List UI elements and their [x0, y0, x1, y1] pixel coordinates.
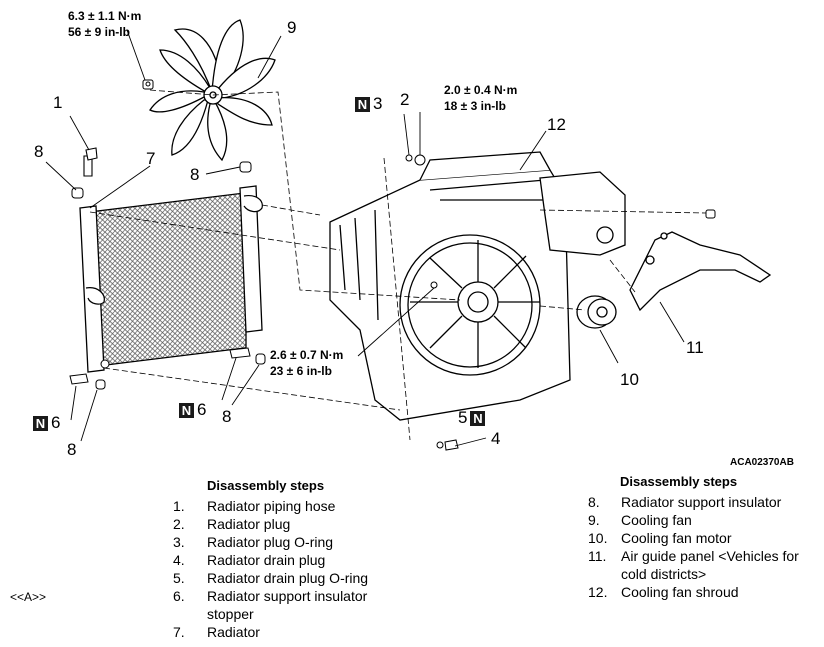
step-text: Radiator — [207, 624, 260, 640]
disassembly-steps-left: 1. Radiator piping hose 2. Radiator plug 3. R… — [173, 497, 417, 641]
step-item: 11. Air guide panel <Vehicles for cold di… — [588, 547, 821, 583]
step-number: 6. — [173, 588, 185, 604]
cooling-fan-motor — [576, 295, 617, 329]
callout-8-lower-left: 8 — [67, 440, 77, 459]
step-number: 2. — [173, 516, 185, 532]
step-number: 7. — [173, 624, 185, 640]
leader-lines — [45, 29, 685, 447]
step-number: 12. — [588, 584, 608, 600]
torque-fan-motor: 2.6 ± 0.7 N·m 23 ± 6 in-lb — [270, 347, 343, 379]
torque-radiator-plug: 2.0 ± 0.4 N·m 18 ± 3 in-lb — [444, 82, 517, 114]
step-text: Cooling fan — [621, 512, 692, 528]
torque-fan-nut-metric: 6.3 ± 1.1 N·m — [68, 9, 142, 23]
step-item: 12. Cooling fan shroud — [588, 583, 821, 601]
new-part-mark: N — [179, 403, 194, 419]
new-part-mark: N — [33, 416, 48, 432]
step-item: 1. Radiator piping hose — [173, 497, 417, 515]
steps-title-right: Disassembly steps — [620, 474, 738, 489]
step-number: 5. — [173, 570, 185, 586]
torque-radiator-plug-imperial: 18 ± 3 in-lb — [444, 99, 506, 113]
torque-fan-motor-imperial: 23 ± 6 in-lb — [270, 364, 332, 378]
alignment-lines — [89, 89, 707, 441]
step-item: 10. Cooling fan motor — [588, 529, 821, 547]
cooling-fan — [149, 19, 276, 162]
step-item: 5. Radiator drain plug O-ring — [173, 569, 417, 587]
step-number: 3. — [173, 534, 185, 550]
step-text: Radiator plug — [207, 516, 291, 532]
step-number: 8. — [588, 494, 600, 510]
step-item: 2. Radiator plug — [173, 515, 417, 533]
callout-12: 12 — [547, 115, 566, 134]
air-guide-panel — [629, 231, 772, 312]
torque-radiator-plug-metric: 2.0 ± 0.4 N·m — [444, 83, 518, 97]
fan-nut — [142, 79, 154, 90]
torque-fan-nut-imperial: 56 ± 9 in-lb — [68, 25, 130, 39]
step-item: 7. Radiator — [173, 623, 417, 641]
step-item: 3. Radiator plug O-ring — [173, 533, 417, 551]
callout-8-lower-center: 8 — [222, 407, 232, 426]
callout-6-center: 6 — [197, 400, 207, 419]
callout-8-upper-left: 8 — [34, 142, 44, 161]
step-number: 10. — [588, 530, 608, 546]
step-text: Radiator support insulator stopper — [207, 588, 368, 622]
reference-marker: <<A>> — [10, 590, 47, 604]
step-number: 1. — [173, 498, 185, 514]
step-item: 4. Radiator drain plug — [173, 551, 417, 569]
piping-hose — [83, 147, 98, 177]
step-number: 11. — [588, 548, 607, 564]
step-number: 9. — [588, 512, 600, 528]
radiator — [79, 185, 263, 373]
step-text: Radiator drain plug — [207, 552, 326, 568]
step-item: 9. Cooling fan — [588, 511, 821, 529]
callout-4: 4 — [491, 429, 501, 448]
callout-7: 7 — [146, 149, 156, 168]
torque-fan-nut: 6.3 ± 1.1 N·m 56 ± 9 in-lb — [68, 8, 141, 40]
upper-air-guide — [539, 171, 626, 256]
torque-fan-motor-metric: 2.6 ± 0.7 N·m — [270, 348, 344, 362]
new-part-mark: N — [470, 411, 486, 427]
step-item: 6. Radiator support insulator stopper — [173, 587, 417, 623]
step-text: Radiator piping hose — [207, 498, 336, 514]
step-text: Cooling fan motor — [621, 530, 732, 546]
callout-1: 1 — [53, 93, 63, 112]
callout-5: 5 — [458, 408, 468, 427]
callout-2: 2 — [400, 90, 410, 109]
cooling-fan-shroud — [329, 151, 571, 421]
exploded-view-drawing — [45, 19, 772, 451]
step-text: Radiator plug O-ring — [207, 534, 334, 550]
callout-3: 3 — [373, 94, 383, 113]
callout-9: 9 — [287, 18, 297, 37]
steps-title-left: Disassembly steps — [207, 478, 325, 493]
callout-11: 11 — [686, 338, 704, 357]
figure-code: ACA02370AB — [730, 457, 794, 468]
step-number: 4. — [173, 552, 185, 568]
new-part-mark: N — [355, 97, 370, 113]
step-text: Cooling fan shroud — [621, 584, 739, 600]
callout-8-upper-center: 8 — [190, 165, 200, 184]
disassembly-steps-right: 8. Radiator support insulator 9. Cooling fa… — [588, 493, 821, 601]
callout-10: 10 — [620, 370, 639, 389]
step-text: Radiator drain plug O-ring — [207, 570, 369, 586]
step-item: 8. Radiator support insulator — [588, 493, 821, 511]
step-text: Air guide panel <Vehicles for cold distr… — [621, 548, 799, 582]
step-text: Radiator support insulator — [621, 494, 782, 510]
callout-6-left: 6 — [51, 413, 61, 432]
small-fasteners — [405, 154, 716, 451]
